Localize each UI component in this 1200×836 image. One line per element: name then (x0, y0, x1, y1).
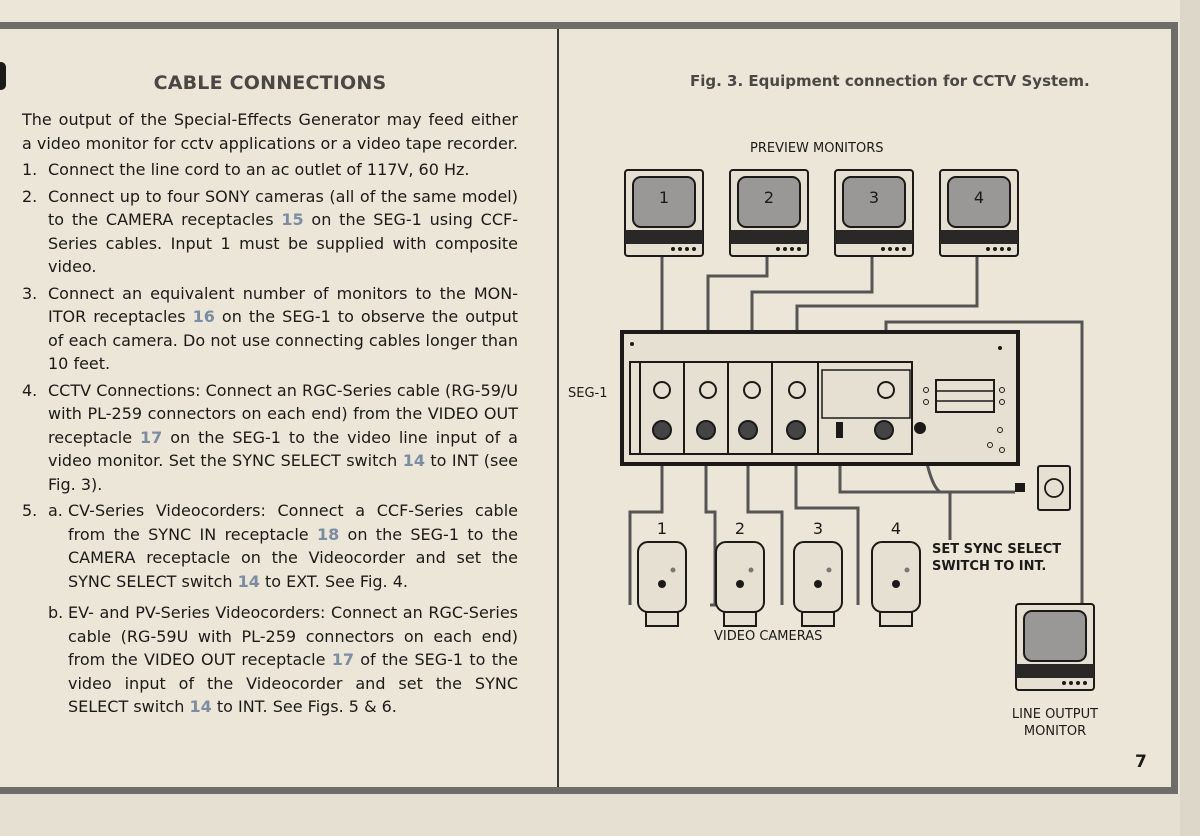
step-text: EV- and PV-Series Videocorders: Connect … (68, 603, 518, 669)
page-bottom-margin (0, 794, 1180, 836)
frame-bottom-rule (0, 787, 1178, 794)
monitor-number-4: 4 (973, 188, 985, 207)
step-number: 1. (22, 160, 38, 179)
sync-note-line2: SWITCH TO INT. (932, 559, 1047, 574)
wall-outlet (1015, 465, 1071, 511)
figure-caption: Fig. 3. Equipment connection for CCTV Sy… (690, 72, 1090, 90)
step-text: of the SEG-1 to the video input of the V… (68, 650, 519, 716)
monitor-number-3: 3 (868, 188, 880, 207)
cable-camera-1 (628, 440, 664, 605)
step-text: to INT. See Figs. 5 & 6. (211, 697, 397, 716)
seg-1-label: SEG-1 (568, 386, 608, 401)
step-number: 3. (22, 283, 38, 303)
reference-number: 14 (189, 697, 212, 716)
step-text: to EXT. See Fig. 4. (259, 571, 408, 591)
camera-number-3: 3 (812, 519, 824, 538)
reference-number: 17 (140, 427, 163, 447)
substep-label: a. (48, 501, 63, 520)
cable-camera-4 (794, 440, 860, 605)
instructions-column: CABLE CONNECTIONS The output of the Spec… (22, 68, 518, 727)
seg-1-unit (620, 330, 1020, 466)
binding-mark (0, 62, 6, 90)
video-cameras (637, 541, 921, 627)
line-output-label-line2: MONITOR (1023, 724, 1087, 739)
line-output-monitor (1015, 603, 1095, 691)
column-divider (557, 29, 559, 787)
monitor-number-2: 2 (763, 188, 775, 207)
video-cameras-label: VIDEO CAMERAS (714, 629, 823, 644)
reference-number: 14 (402, 451, 425, 470)
step-number: 4. (22, 380, 38, 400)
reference-number: 18 (316, 524, 340, 544)
step-text: on the SEG-1 using CCF-Series cables. In… (48, 210, 518, 276)
step-5: 5. a. CV-Series Videocorders: Connect a … (22, 499, 518, 719)
step-2: 2. Connect up to four SONY cameras (all … (22, 185, 518, 279)
step-4: 4. CCTV Connections: Connect an RGC-Seri… (22, 379, 518, 497)
monitor-number-1: 1 (658, 188, 670, 207)
cctv-connection-diagram: PREVIEW MONITORS 1 2 3 4 SEG-1 1 2 3 4 S… (560, 100, 1170, 780)
preview-monitors-label: PREVIEW MONITORS (750, 141, 884, 156)
step-text: CV-Series Videocorders: Connect a CCF-Se… (68, 501, 518, 544)
camera-number-1: 1 (656, 519, 668, 538)
step-5a: a. CV-Series Videocorders: Connect a CCF… (48, 499, 518, 593)
substep-label: b. (48, 603, 64, 622)
page-number: 7 (1135, 752, 1147, 772)
sync-note-line1: SET SYNC SELECT (932, 542, 1062, 557)
step-text: Connect up to four SONY cameras (all of … (48, 186, 518, 230)
cable-camera-3 (746, 440, 784, 605)
intro-paragraph: The output of the Special-Effects Genera… (22, 110, 518, 153)
step-text: CCTV Connections: Connect an RGC-Series … (48, 380, 518, 447)
step-text: on the SEG-1 to the video line input of … (48, 427, 518, 471)
step-number: 2. (22, 186, 38, 206)
camera-number-4: 4 (890, 519, 902, 538)
frame-top-rule (0, 22, 1178, 29)
reference-number: 16 (192, 307, 215, 326)
step-text: Connect an equivalent number of monitors… (48, 283, 518, 327)
step-5b: b. EV- and PV-Series Videocorders: Conne… (48, 601, 518, 719)
step-1: 1. Connect the line cord to an ac outlet… (22, 158, 518, 182)
reference-number: 15 (281, 210, 304, 229)
section-heading: CABLE CONNECTIONS (153, 72, 387, 94)
page-edge (1180, 0, 1200, 836)
diagram-drawing (620, 169, 1095, 691)
step-text: on the SEG-1 to observe the output of ea… (48, 307, 518, 373)
steps-list: 1. Connect the line cord to an ac outlet… (22, 158, 518, 719)
step-number: 5. (22, 501, 38, 520)
line-output-label-line1: LINE OUTPUT (1011, 707, 1099, 722)
preview-monitors (624, 169, 1019, 257)
cable-camera-2 (704, 440, 717, 607)
frame-right-rule (1171, 22, 1178, 794)
step-3: 3. Connect an equivalent number of monit… (22, 282, 518, 376)
step-text: to INT (see Fig. 3). (48, 451, 519, 494)
camera-number-2: 2 (734, 519, 746, 538)
step-text: on the SEG-1 to the CAMERA receptacle on… (68, 524, 518, 591)
reference-number: 17 (331, 650, 354, 669)
reference-number: 14 (237, 571, 260, 591)
step-text: Connect the line cord to an ac outlet of… (48, 160, 470, 179)
